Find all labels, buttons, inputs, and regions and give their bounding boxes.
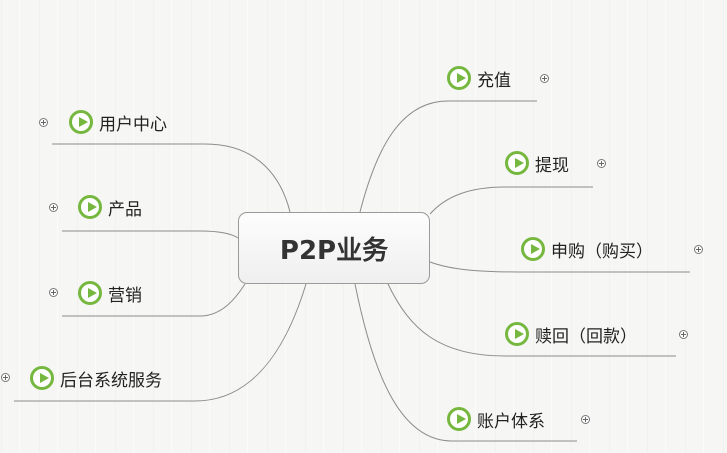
play-icon [78,195,102,219]
connector-marketing [62,283,246,317]
expand-icon[interactable] [49,288,58,297]
play-icon [30,366,54,390]
branch-label: 用户中心 [99,114,167,135]
branch-label: 营销 [108,285,142,306]
branch-product[interactable]: 产品 [78,192,142,222]
play-icon [521,237,545,261]
branch-account-system[interactable]: 账户体系 [447,404,545,434]
connector-recharge [359,100,537,213]
branch-purchase[interactable]: 申购（购买） [521,234,653,264]
branch-label: 充值 [477,70,511,91]
connector-withdraw [429,186,593,215]
expand-icon[interactable] [540,74,549,83]
expand-icon[interactable] [1,373,10,382]
connector-user-center [52,143,291,213]
branch-user-center[interactable]: 用户中心 [69,107,167,137]
connector-account [354,283,577,442]
expand-icon[interactable] [694,245,703,254]
play-icon [447,66,471,90]
play-icon [69,110,93,134]
branch-label: 账户体系 [477,411,545,432]
branch-label: 提现 [535,155,569,176]
connector-redeem [387,283,676,357]
expand-icon[interactable] [581,415,590,424]
branch-label: 产品 [108,199,142,220]
connector-purchase [429,261,690,273]
central-topic[interactable]: P2P业务 [238,212,430,284]
expand-icon[interactable] [39,118,48,127]
branch-withdraw[interactable]: 提现 [505,148,569,178]
branch-marketing[interactable]: 营销 [78,278,142,308]
branch-backend-services[interactable]: 后台系统服务 [30,363,162,393]
branch-label: 申购（购买） [551,241,653,262]
branch-label: 后台系统服务 [60,370,162,391]
branch-redeem[interactable]: 赎回（回款） [505,319,637,349]
branch-recharge[interactable]: 充值 [447,63,511,93]
play-icon [447,407,471,431]
connector-backend [14,283,307,402]
connector-product [62,230,239,239]
expand-icon[interactable] [679,330,688,339]
play-icon [505,322,529,346]
expand-icon[interactable] [49,203,58,212]
expand-icon[interactable] [597,159,606,168]
branch-label: 赎回（回款） [535,326,637,347]
play-icon [78,281,102,305]
play-icon [505,151,529,175]
